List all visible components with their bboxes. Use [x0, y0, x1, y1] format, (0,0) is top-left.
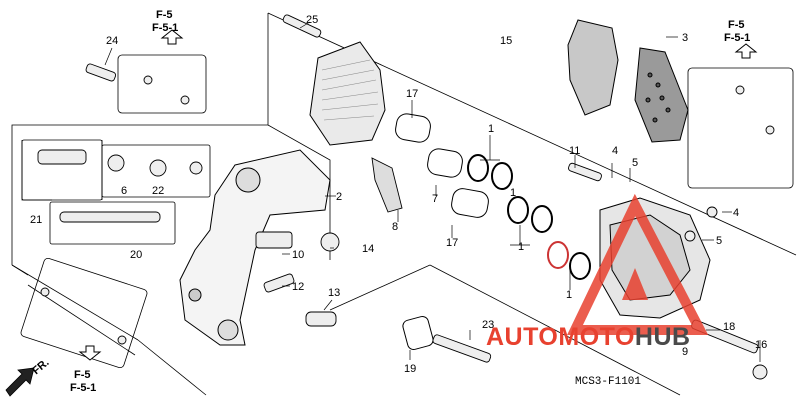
ref-arrow-top-left	[160, 29, 184, 45]
callout-1b: 1	[510, 187, 516, 199]
front-direction-label: FR.	[30, 357, 51, 378]
watermark-hub: HUB	[635, 323, 691, 351]
callout-6: 6	[121, 185, 127, 197]
callout-4b: 4	[733, 207, 739, 219]
ref-top-right-2: F-5-1	[724, 32, 750, 44]
part-caliper-body	[599, 197, 711, 319]
callout-9: 9	[682, 346, 688, 358]
callout-1d: 1	[566, 289, 572, 301]
callout-11: 11	[569, 145, 580, 157]
callout-17a: 17	[406, 88, 418, 100]
ref-arrow-top-right	[734, 43, 758, 59]
callout-5b: 5	[716, 235, 722, 247]
callout-17b: 17	[446, 237, 458, 249]
leader-lines	[104, 21, 761, 362]
callout-16: 16	[755, 339, 767, 351]
callout-7: 7	[432, 193, 438, 205]
callout-25: 25	[306, 14, 318, 26]
ref-top-left-2: F-5-1	[152, 22, 178, 34]
ref-top-left-1: F-5	[156, 9, 173, 21]
callout-19: 19	[404, 363, 416, 375]
part-pistons	[395, 113, 489, 351]
callout-3: 3	[682, 32, 688, 44]
ref-top-right-1: F-5	[728, 19, 745, 31]
part-seals	[467, 154, 591, 280]
callout-1a: 1	[488, 123, 494, 135]
callout-1c: 1	[518, 241, 524, 253]
callout-21: 21	[30, 214, 42, 226]
part-small-hardware	[37, 14, 775, 380]
diagram-code: MCS3-F1101	[575, 376, 641, 388]
callout-numbers: 25 24 15 3 17 1 21 6 22 20 2 7 8 17 1 1 …	[30, 14, 767, 375]
part-brake-pads	[567, 19, 689, 143]
callout-15: 15	[500, 35, 512, 47]
callout-2: 2	[336, 191, 342, 203]
watermark-auto: AUTO	[486, 323, 558, 351]
ref-bottom-left-1: F-5	[74, 369, 91, 381]
callout-24: 24	[106, 35, 118, 47]
callout-13: 13	[328, 287, 340, 299]
callout-4a: 4	[612, 145, 618, 157]
callout-22: 22	[152, 185, 164, 197]
callout-23: 23	[482, 319, 494, 331]
ref-arrow-bottom-left	[78, 345, 102, 361]
ref-bottom-left-2: F-5-1	[70, 382, 96, 394]
callout-12: 12	[292, 281, 304, 293]
part-caliper-cover	[309, 41, 386, 146]
callout-20: 20	[130, 249, 142, 261]
front-direction-arrow	[5, 367, 35, 397]
watermark-moto: MOTO	[558, 323, 635, 351]
diagram-frame	[11, 12, 797, 396]
callout-5a: 5	[632, 157, 638, 169]
callout-8: 8	[392, 221, 398, 233]
part-caliper-bracket	[179, 149, 331, 346]
automotohub-watermark: AUTOMOTOHUB	[486, 193, 709, 351]
callout-10: 10	[292, 249, 304, 261]
svg-text:AUTOMOTOHUB: AUTOMOTOHUB	[486, 323, 691, 351]
callout-18: 18	[723, 321, 735, 333]
callout-14: 14	[362, 243, 374, 255]
